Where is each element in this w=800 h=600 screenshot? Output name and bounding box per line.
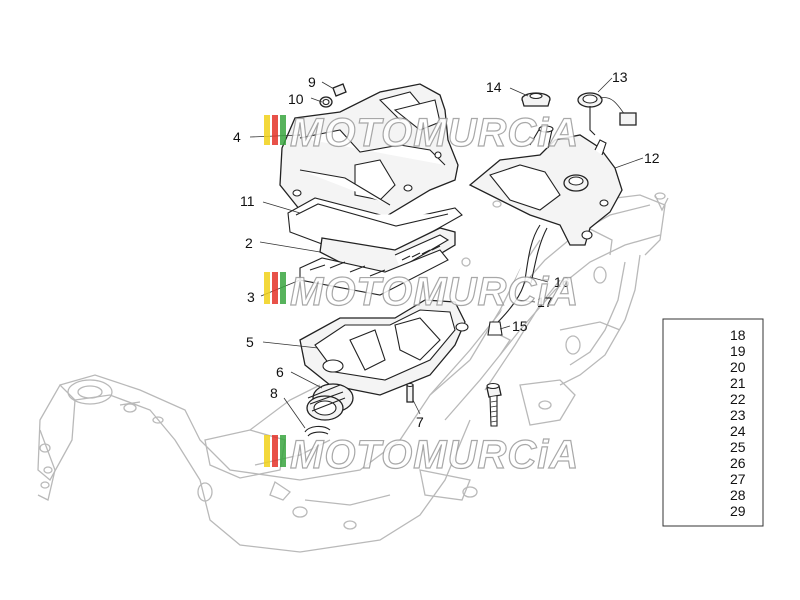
- callout-6: 6: [276, 364, 284, 380]
- leader-lines: [249, 77, 644, 429]
- key-number: 19: [730, 343, 746, 359]
- callout-2: 2: [245, 235, 253, 251]
- callout-11: 11: [240, 193, 255, 209]
- hardware-key-box: 18 19 20 21 22 23 24 25 26 27 28 29: [486, 318, 764, 527]
- callout-17: 17: [537, 294, 553, 310]
- watermark-text: MOTOMURCiA: [290, 433, 579, 477]
- callout-4: 4: [233, 129, 241, 145]
- key-number: 21: [730, 375, 746, 391]
- fitting-9: [332, 83, 347, 97]
- callout-7: 7: [416, 414, 424, 430]
- callout-9: 9: [308, 74, 316, 90]
- watermark-bottom: MOTOMURCiA: [264, 432, 579, 478]
- key-number: 23: [730, 407, 746, 423]
- fuel-tank: [468, 125, 623, 246]
- callout-12: 12: [644, 150, 660, 166]
- key-number: 26: [730, 455, 746, 471]
- watermark-top: MOTOMURCiA: [264, 110, 579, 156]
- airbox-base: [299, 299, 469, 396]
- filter-element: [299, 249, 449, 296]
- bolt-icon: [486, 382, 502, 427]
- breather-hose: [487, 224, 548, 336]
- airbox-cover: [279, 83, 459, 229]
- tank-cap: [521, 92, 551, 107]
- callout-10: 10: [288, 91, 304, 107]
- callout-labels: 9 10 4 11 2 3 5 6 8 7 14 13 12 16 17 15: [233, 69, 660, 430]
- watermark-text: MOTOMURCiA: [290, 270, 579, 314]
- fitting-10: [319, 96, 333, 108]
- stud-pin: [406, 382, 414, 403]
- callout-3: 3: [247, 289, 255, 305]
- key-number: 22: [730, 391, 746, 407]
- key-number: 24: [730, 423, 746, 439]
- key-numbers: 18 19 20 21 22 23 24 25 26 27 28 29: [730, 327, 746, 519]
- key-number: 20: [730, 359, 746, 375]
- callout-15: 15: [512, 318, 528, 334]
- watermark-text: MOTOMURCiA: [290, 111, 579, 155]
- key-number: 28: [730, 487, 746, 503]
- watermark-middle: MOTOMURCiA: [264, 269, 579, 315]
- callout-13: 13: [612, 69, 628, 85]
- intake-boot: [306, 383, 354, 421]
- callout-16: 16: [554, 274, 570, 290]
- callout-14: 14: [486, 79, 502, 95]
- key-number: 29: [730, 503, 746, 519]
- key-number: 27: [730, 471, 746, 487]
- fuel-level-sensor: [577, 92, 637, 136]
- key-number: 25: [730, 439, 746, 455]
- callout-8: 8: [270, 385, 278, 401]
- hose-clamp: [304, 425, 331, 437]
- key-number: 18: [730, 327, 746, 343]
- callout-5: 5: [246, 334, 254, 350]
